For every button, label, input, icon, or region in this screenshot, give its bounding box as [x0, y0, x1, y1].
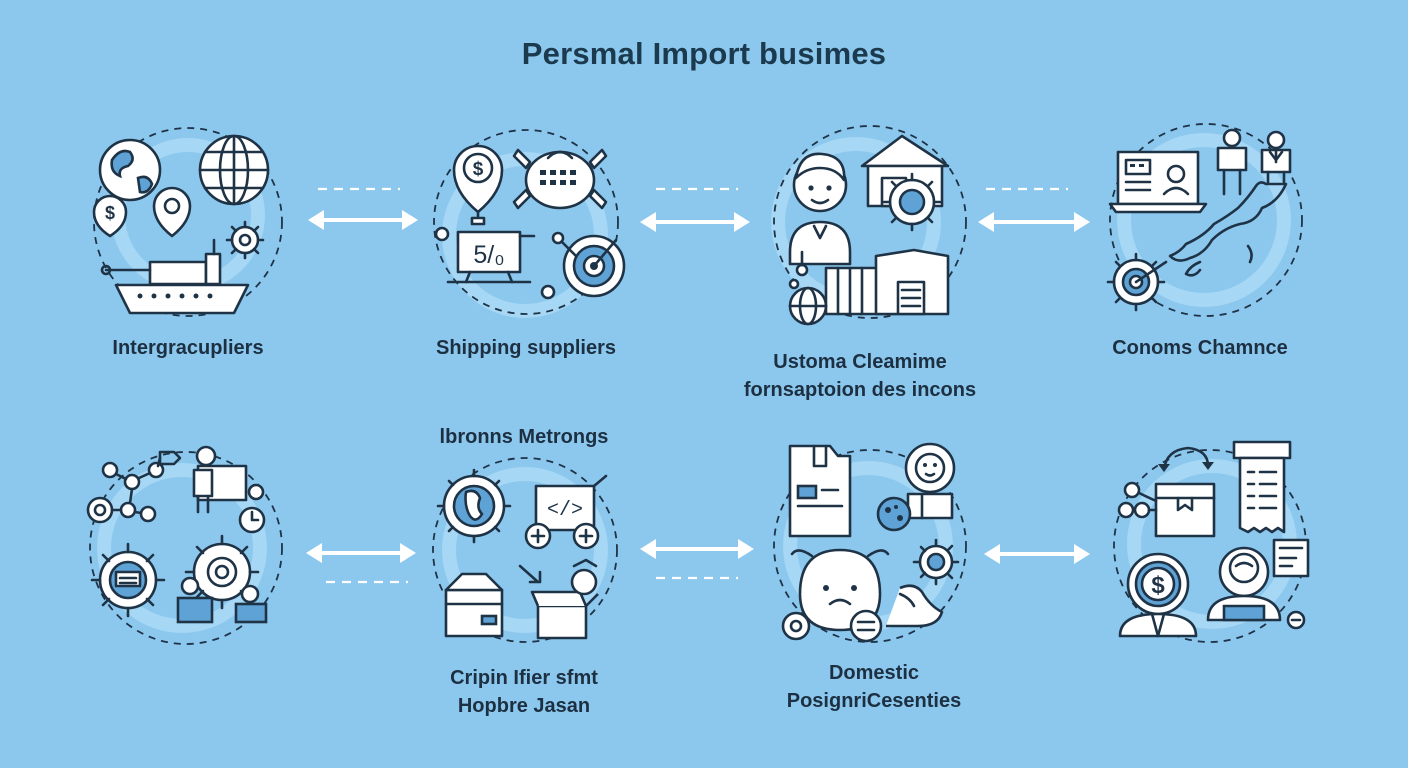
robot-icon — [781, 548, 890, 643]
connector-arrow-2-3 — [640, 187, 750, 232]
map-pin-icon — [152, 186, 192, 238]
dollar-pin-icon: $ — [452, 144, 504, 226]
dollar-pin-icon: $ — [92, 194, 128, 238]
code-board-icon: </> — [524, 474, 608, 550]
open-box-icon — [518, 558, 599, 640]
japan-map-icon — [1168, 181, 1288, 277]
node-4-illustration — [1106, 123, 1303, 317]
worker-icon — [176, 576, 268, 624]
document-icon — [788, 444, 852, 538]
gear-icon — [912, 538, 960, 586]
clock-icon — [238, 506, 266, 534]
svg-text:$: $ — [473, 159, 484, 180]
connector-arrow-1-2 — [308, 187, 418, 230]
node-7-label-line-2: PosignriCesenties — [786, 690, 962, 712]
network-icon — [86, 450, 182, 524]
node-4-label-line-1: Conoms Chamnce — [1112, 337, 1288, 359]
node-3-label-line-2: fornsaptoion des incons — [743, 379, 977, 401]
node-8-illustration: $ — [1113, 440, 1310, 643]
satellite-icon — [512, 148, 608, 210]
node-7-label-line-1: Domestic — [828, 662, 920, 684]
node-7-illustration — [773, 442, 967, 643]
node-3-label-line-1: Ustoma Cleamime — [773, 351, 947, 373]
gear-icon — [225, 220, 265, 260]
camera-gear-icon — [184, 534, 260, 610]
box-icon — [444, 572, 504, 638]
person-icon — [788, 152, 852, 266]
customer-icon — [1206, 538, 1310, 630]
svg-text:5/₀: 5/₀ — [473, 241, 504, 269]
node-1-illustration: $ — [92, 127, 283, 317]
node-3-illustration — [771, 125, 967, 326]
receipt-icon — [1232, 440, 1292, 534]
gear-icon — [882, 172, 942, 232]
node-5-illustration — [86, 445, 283, 645]
target-icon — [540, 231, 626, 300]
node-6-illustration: </> — [432, 457, 618, 643]
network-dots-icon — [788, 250, 809, 290]
gear-globe-icon — [436, 468, 512, 544]
node-6-label-line-2: Hopbre Jasan — [457, 695, 591, 717]
factory-icon — [824, 248, 950, 316]
network-icon — [1117, 481, 1158, 519]
node-2-label-line-1: Shipping suppliers — [435, 337, 616, 359]
globe-icon — [98, 138, 162, 202]
cargo-ship-icon — [100, 238, 250, 315]
globe-icon — [788, 286, 828, 326]
node-7-label: Domestic PosignriCesenties — [754, 659, 994, 715]
globe-grid-icon — [198, 134, 270, 206]
node-1-label: Intergracupliers — [86, 334, 290, 362]
connector-arrow-5-6 — [306, 543, 416, 584]
node-6-label-line-1: Cripin Ifier sfmt — [450, 667, 598, 689]
svg-text:</>: </> — [547, 499, 583, 522]
lab-dish-icon — [876, 496, 912, 532]
svg-text:$: $ — [105, 203, 115, 223]
price-board-icon: 5/₀ — [434, 226, 536, 284]
gear-icon — [90, 542, 166, 618]
node-1-label-line-1: Intergracupliers — [112, 337, 264, 359]
gear-target-icon — [1106, 252, 1168, 312]
page-title: Persmal Import busimes — [521, 36, 887, 71]
lion-icon — [904, 442, 956, 520]
laptop-icon — [1108, 150, 1208, 214]
people-icon — [1216, 128, 1292, 196]
dollar-icon: $ — [1118, 552, 1198, 638]
connector-arrow-3-4 — [978, 187, 1090, 232]
svg-text:$: $ — [1151, 572, 1165, 599]
node-2-illustration: $ 5/₀ — [433, 129, 626, 318]
presenter-icon — [192, 445, 265, 514]
connector-arrow-6-7 — [640, 539, 754, 580]
connector-arrow-7-8 — [984, 544, 1090, 564]
node-2-label: Shipping suppliers — [408, 334, 644, 362]
node-4-label: Conoms Chamnce — [1080, 334, 1320, 362]
package-icon — [1154, 446, 1216, 538]
node-6-label: Cripin Ifier sfmt Hopbre Jasan — [406, 664, 642, 720]
hand-icon — [886, 584, 944, 628]
node-3-label: Ustoma Cleamime fornsaptoion des incons — [700, 348, 1020, 404]
node-6-header-label: lbronns Metrongs — [396, 423, 652, 451]
node-6-header-line: lbronns Metrongs — [439, 426, 609, 448]
